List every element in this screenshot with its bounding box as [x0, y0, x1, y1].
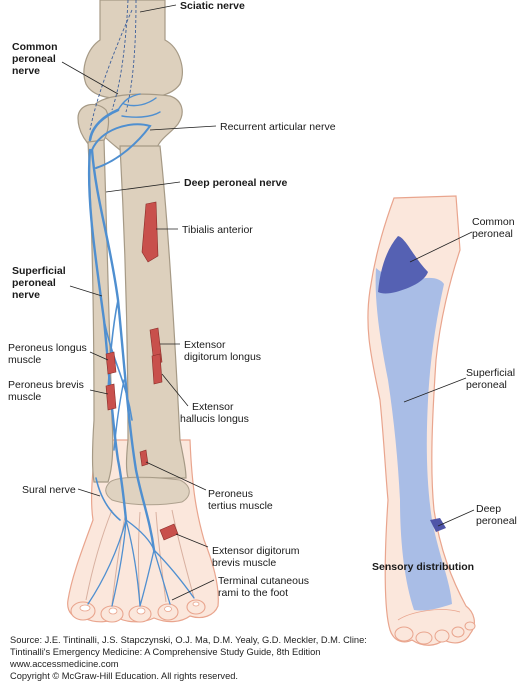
label-ehl-1: Extensor	[192, 401, 234, 413]
source-line-2: Tintinalli's Emergency Medicine: A Compr…	[10, 647, 321, 657]
label-superficial-peroneal-1: Superficial	[12, 265, 66, 277]
label-terminal-2: rami to the foot	[218, 587, 288, 599]
toe-4	[157, 603, 179, 621]
labels-left: Sciatic nerve Common peroneal nerve Recu…	[8, 0, 336, 599]
peroneus-longus-muscle	[105, 351, 117, 375]
talus-bone	[105, 476, 190, 506]
label-superficial-peroneal-2: peroneal	[12, 277, 56, 289]
source-line-4: Copyright © McGraw-Hill Education. All r…	[10, 671, 238, 681]
label-deep-peroneal: Deep peroneal nerve	[184, 177, 287, 189]
sensory-distribution-caption: Sensory distribution	[372, 561, 474, 573]
label-superficial-peroneal-3: nerve	[12, 289, 40, 301]
deep-peroneal-region	[430, 518, 446, 532]
recurrent-articular-branch	[91, 123, 152, 169]
deep-peroneal-nerve	[90, 148, 156, 552]
label-edl-1: Extensor	[184, 339, 226, 351]
extensor-hallucis-longus-muscle	[151, 353, 163, 385]
leg-illustration	[67, 0, 219, 623]
label-recurrent-articular: Recurrent articular nerve	[220, 121, 336, 133]
metatarsals	[85, 509, 195, 605]
label-sciatic-nerve: Sciatic nerve	[180, 0, 245, 12]
label-edb-1: Extensor digitorum	[212, 545, 300, 557]
label-common-peroneal-3: nerve	[12, 65, 40, 77]
label-sensory-common-2: peroneal	[472, 228, 513, 240]
label-sensory-deep-2: peroneal	[476, 515, 517, 527]
label-sensory-deep-1: Deep	[476, 503, 501, 515]
peroneus-brevis-muscle	[105, 383, 117, 411]
common-peroneal-nerve	[88, 108, 120, 142]
knee-branches	[117, 93, 161, 118]
label-ehl-2: hallucis longus	[180, 413, 249, 425]
tibia-bone	[119, 145, 187, 479]
source-citation: Source: J.E. Tintinalli, J.S. Stapczynsk…	[10, 634, 515, 682]
label-terminal-1: Terminal cutaneous	[218, 575, 309, 587]
label-peroneus-tertius-1: Peroneus	[208, 488, 253, 500]
sural-nerve	[95, 477, 121, 521]
muscles	[105, 201, 179, 541]
label-peroneus-longus-2: muscle	[8, 354, 41, 366]
source-line-1: Source: J.E. Tintinalli, J.S. Stapczynsk…	[10, 635, 367, 645]
toenails	[79, 601, 200, 615]
femur-bone	[83, 0, 183, 100]
label-tibialis-anterior: Tibialis anterior	[182, 224, 253, 236]
label-edb-2: brevis muscle	[212, 557, 276, 569]
label-peroneus-longus-1: Peroneus longus	[8, 342, 87, 354]
sensory-leg-illustration	[367, 195, 476, 646]
label-sensory-common-1: Common	[472, 216, 515, 228]
toe-5	[186, 599, 206, 615]
label-common-peroneal-1: Common	[12, 41, 58, 53]
leader-lines-right	[403, 231, 475, 527]
label-sensory-superficial-2: peroneal	[466, 379, 507, 391]
labels-right: Common peroneal Superficial peroneal Dee…	[372, 216, 517, 573]
sensory-toes	[394, 621, 476, 645]
leader-lines-left	[61, 4, 217, 601]
tibialis-anterior-muscle	[141, 201, 159, 263]
sciatic-nerve-path	[89, 0, 137, 131]
label-peroneus-brevis-2: muscle	[8, 391, 41, 403]
extensor-digitorum-brevis-muscle	[159, 523, 179, 541]
common-peroneal-region	[378, 236, 428, 294]
label-peroneus-tertius-2: tertius muscle	[208, 500, 273, 512]
label-sensory-superficial-1: Superficial	[466, 367, 515, 379]
foot-branches	[87, 519, 195, 607]
tibia-head	[91, 93, 183, 151]
label-sural-nerve: Sural nerve	[22, 484, 76, 496]
label-edl-2: digitorum longus	[184, 351, 261, 363]
label-peroneus-brevis-1: Peroneus brevis	[8, 379, 84, 391]
label-common-peroneal-2: peroneal	[12, 53, 56, 65]
source-line-3: www.accessmedicine.com	[10, 659, 119, 669]
